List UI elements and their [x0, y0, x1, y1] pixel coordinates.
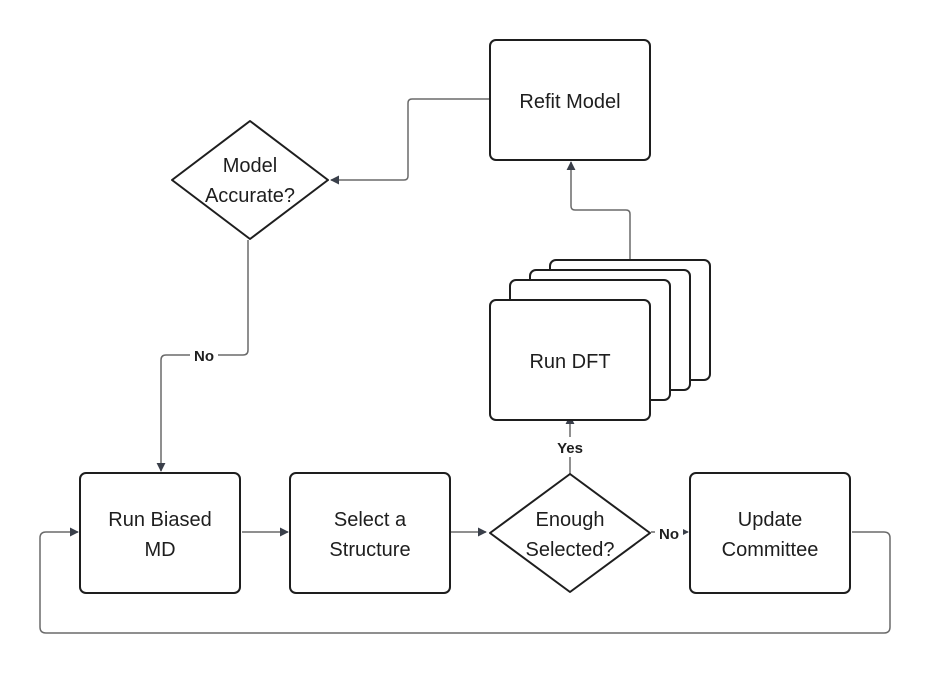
node-select-structure-line1: Select a [334, 509, 407, 531]
svg-text:No: No [194, 348, 214, 365]
node-enough-selected-line1: Enough [536, 509, 605, 531]
node-run-biased-md-line1: Run Biased [108, 509, 211, 531]
node-run-biased-md: Run Biased MD [79, 472, 241, 594]
node-refit-model-label: Refit Model [519, 91, 620, 113]
edge-committee-loop [39, 527, 891, 634]
node-enough-selected: Enough Selected? [489, 473, 651, 593]
edge-dft-to-refit [566, 161, 631, 261]
edge-label-enough-no: No [655, 523, 683, 543]
node-update-committee: Update Committee [689, 472, 851, 594]
node-select-structure: Select a Structure [289, 472, 451, 594]
node-run-biased-md-line2: MD [144, 539, 175, 561]
node-select-structure-line2: Structure [329, 539, 410, 561]
node-run-dft: Run DFT [489, 259, 711, 421]
node-run-dft-label: Run DFT [529, 351, 610, 373]
node-update-committee-line2: Committee [722, 539, 819, 561]
node-refit-model: Refit Model [489, 39, 651, 161]
edge-label-enough-yes: Yes [552, 437, 588, 457]
edge-refit-to-accurate [330, 98, 490, 185]
node-model-accurate: Model Accurate? [171, 120, 329, 240]
svg-text:No: No [659, 526, 679, 543]
node-model-accurate-line1: Model [223, 155, 277, 177]
node-model-accurate-line2: Accurate? [205, 185, 295, 207]
node-enough-selected-line2: Selected? [526, 539, 615, 561]
edge-label-accurate-no: No [190, 345, 218, 365]
svg-text:Yes: Yes [557, 440, 583, 457]
node-update-committee-line1: Update [738, 509, 803, 531]
